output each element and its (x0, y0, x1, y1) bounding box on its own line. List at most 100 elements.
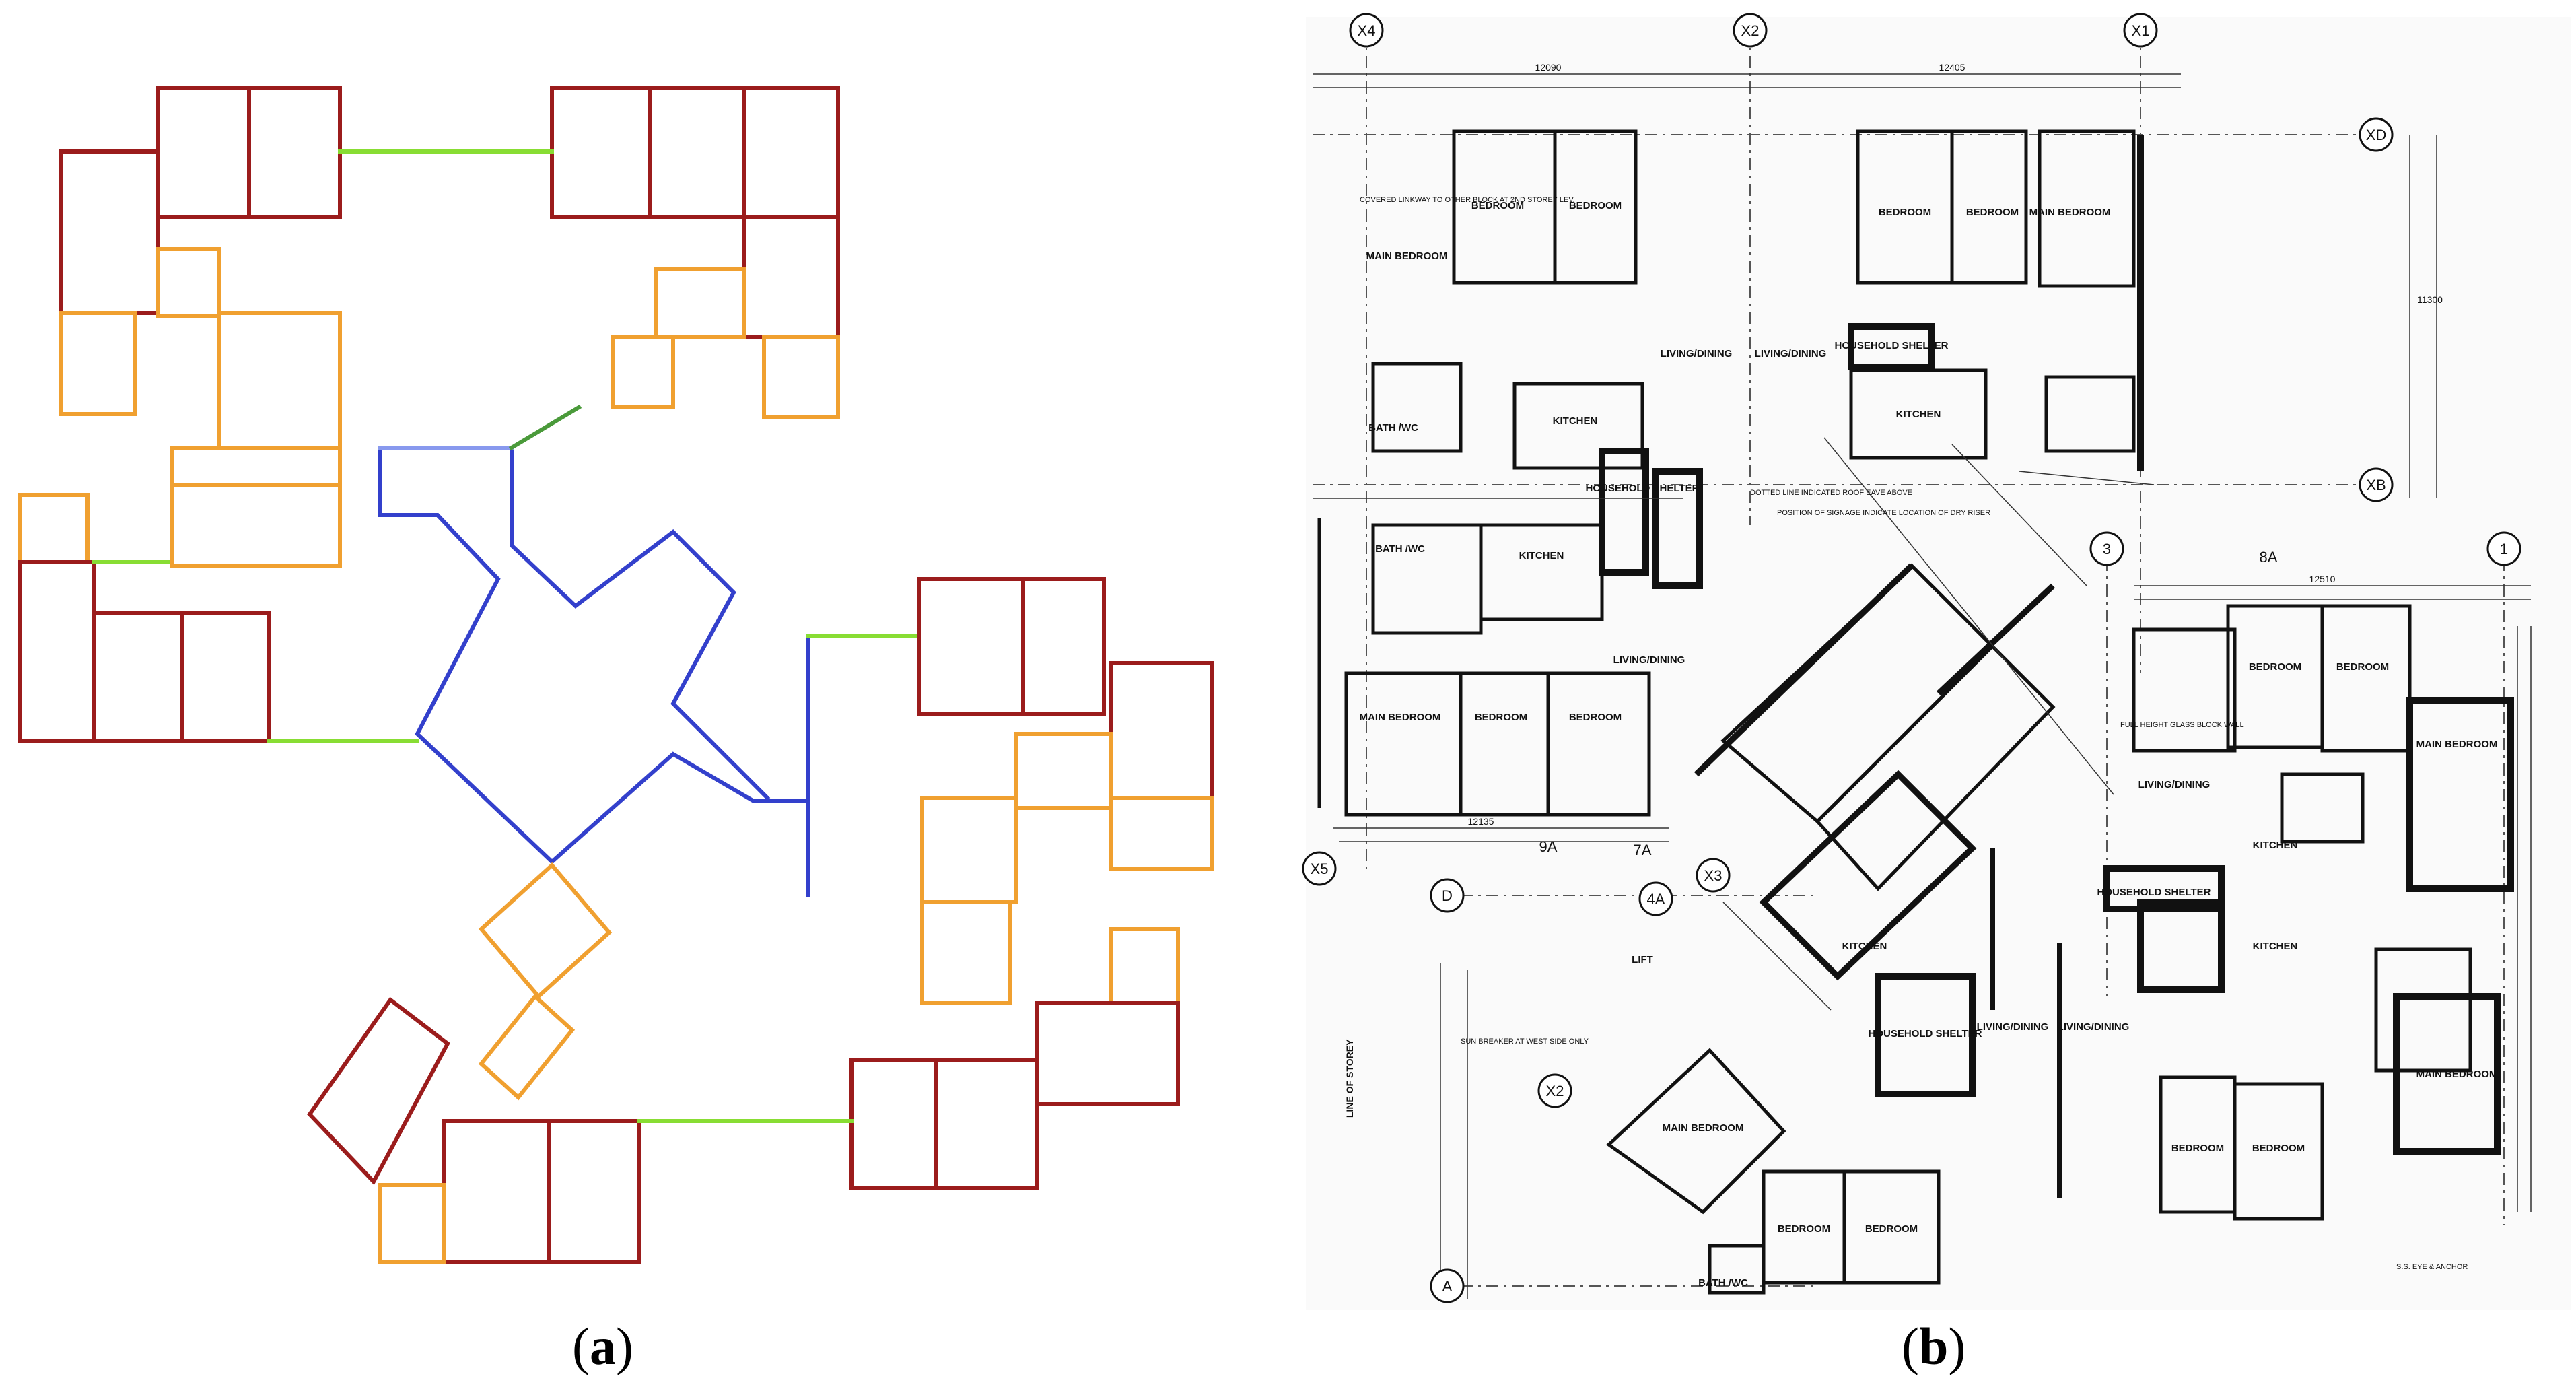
dimension: 12510 (2309, 574, 2336, 584)
room-label: LIVING/DINING (1661, 348, 1733, 360)
note: FULL HEIGHT GLASS BLOCK WALL (2120, 721, 2244, 729)
grid-label: XB (2366, 477, 2386, 494)
room-label: BEDROOM (2249, 661, 2301, 673)
grid-label: A (1442, 1278, 1453, 1295)
room-label: BEDROOM (1471, 200, 1524, 211)
dimension: 11300 (2417, 294, 2443, 305)
room-label: BEDROOM (1569, 200, 1622, 211)
grid-bubble (1430, 1268, 1465, 1303)
grid-bubble (2123, 13, 2158, 48)
caption-paren-close: ) (615, 1317, 633, 1375)
grid-labels: X4 X2 X1 XD XB X5 X3 4A X2 A D 3 1 8A 9A… (1311, 22, 2509, 1295)
grid-bubbles (1302, 13, 2521, 1303)
grid-bubble (2486, 531, 2521, 566)
grid-bubble (2089, 531, 2124, 566)
caption-a: (a) (572, 1316, 633, 1377)
unit-bottom (307, 862, 1039, 1264)
room-label: BEDROOM (2336, 661, 2389, 673)
grid-label: X2 (1741, 22, 1760, 39)
room-label: HOUSEHOLD SHELTER (1869, 1028, 1982, 1040)
caption-letter: b (1918, 1317, 1949, 1375)
room-label: KITCHEN (1553, 415, 1598, 427)
room-label: LIVING/DINING (1977, 1021, 2049, 1033)
panel-b-architectural-plan: X4 X2 X1 XD XB X5 X3 4A X2 A D 3 1 8A 9A… (1302, 13, 2571, 1310)
grid-label: 8A (2260, 549, 2278, 566)
grid-bubble (1430, 878, 1465, 913)
room-label: BEDROOM (1865, 1223, 1918, 1235)
plan-walls (1317, 129, 2514, 1295)
dimension-texts: 12090 12405 12510 12135 11300 (1468, 62, 2443, 827)
grid-bubble (1537, 1073, 1572, 1108)
caption-paren-close: ) (1948, 1317, 1966, 1375)
note: COVERED LINKWAY TO OTHER BLOCK AT 2ND ST… (1360, 196, 1575, 204)
grid-label: XD (2366, 127, 2387, 143)
grid-label: X2 (1546, 1083, 1564, 1099)
grid-label: X3 (1704, 867, 1722, 884)
unit-top-left (18, 86, 342, 743)
grid-bubble (1302, 851, 1337, 886)
room-label: BATH /WC (1368, 422, 1418, 434)
room-label: MAIN BEDROOM (2416, 1068, 2498, 1080)
caption-paren-open: ( (572, 1317, 590, 1375)
room-label: KITCHEN (2253, 941, 2298, 952)
grid-label: X1 (2132, 22, 2150, 39)
room-label: HOUSEHOLD SHELTER (1586, 483, 1700, 494)
grid-label: 4A (1647, 891, 1665, 908)
room-label: BEDROOM (2252, 1143, 2305, 1154)
room-label: HOUSEHOLD SHELTER (1835, 340, 1949, 351)
panel-a-floorplan (18, 86, 1214, 1264)
plan-notes: COVERED LINKWAY TO OTHER BLOCK AT 2ND ST… (1360, 196, 2468, 1271)
room-label: MAIN BEDROOM (1360, 712, 1441, 723)
grid-label: 3 (2103, 541, 2111, 557)
room-label: MAIN BEDROOM (1663, 1122, 1744, 1134)
grid-bubble (2359, 467, 2394, 502)
grid-label: 7A (1634, 842, 1652, 858)
room-label: BEDROOM (1475, 712, 1527, 723)
room-label: HOUSEHOLD SHELTER (2097, 887, 2211, 898)
grid-bubble (2359, 117, 2394, 152)
grid-bubble (1349, 13, 1384, 48)
dimension: 12090 (1535, 62, 1562, 73)
note: SUN BREAKER AT WEST SIDE ONLY (1461, 1038, 1589, 1046)
dimension: 12135 (1468, 816, 1494, 827)
grid-label: 1 (2500, 541, 2508, 557)
grid-label: 9A (1539, 838, 1558, 855)
room-label: MAIN BEDROOM (1366, 250, 1448, 262)
central-core (267, 404, 921, 897)
plan-detail-lines (1313, 73, 2532, 1299)
caption-paren-open: ( (1902, 1317, 1919, 1375)
caption-letter: a (589, 1317, 616, 1375)
room-label: KITCHEN (2253, 840, 2298, 851)
grid-label: X5 (1311, 860, 1329, 877)
caption-b: (b) (1902, 1316, 1965, 1377)
room-label: LIVING/DINING (2138, 779, 2211, 790)
room-label: LIVING/DINING (2058, 1021, 2130, 1033)
note: POSITION OF SIGNAGE INDICATE LOCATION OF… (1777, 509, 1990, 517)
grid-bubble (1638, 881, 1673, 916)
note: DOTTED LINE INDICATED ROOF EAVE ABOVE (1750, 489, 1912, 497)
room-label: LIVING/DINING (1755, 348, 1827, 360)
room-label: KITCHEN (1896, 409, 1941, 420)
room-label: BEDROOM (1879, 207, 1931, 218)
room-label: LIVING/DINING (1613, 654, 1685, 666)
room-label: KITCHEN (1842, 941, 1887, 952)
room-label: KITCHEN (1519, 550, 1564, 562)
unit-top-right (338, 86, 840, 419)
grid-bubble (1696, 858, 1731, 893)
room-label: LIFT (1632, 954, 1653, 965)
grid-label: X4 (1358, 22, 1376, 39)
room-label: BEDROOM (1966, 207, 2019, 218)
room-label: BEDROOM (1569, 712, 1622, 723)
grid-label: D (1442, 887, 1453, 904)
room-label: BEDROOM (1778, 1223, 1830, 1235)
line-of-storey-label: LINE OF STOREY (1344, 1039, 1355, 1118)
grid-bubble (1733, 13, 1768, 48)
room-label: BATH /WC (1698, 1277, 1748, 1289)
room-labels: BEDROOM BEDROOM MAIN BEDROOM BEDROOM BED… (1360, 200, 2498, 1289)
note: S.S. EYE & ANCHOR (2396, 1263, 2468, 1271)
dimension: 12405 (1939, 62, 1965, 73)
room-label: BATH /WC (1375, 543, 1425, 555)
room-label: BEDROOM (2171, 1143, 2224, 1154)
room-label: MAIN BEDROOM (2029, 207, 2111, 218)
